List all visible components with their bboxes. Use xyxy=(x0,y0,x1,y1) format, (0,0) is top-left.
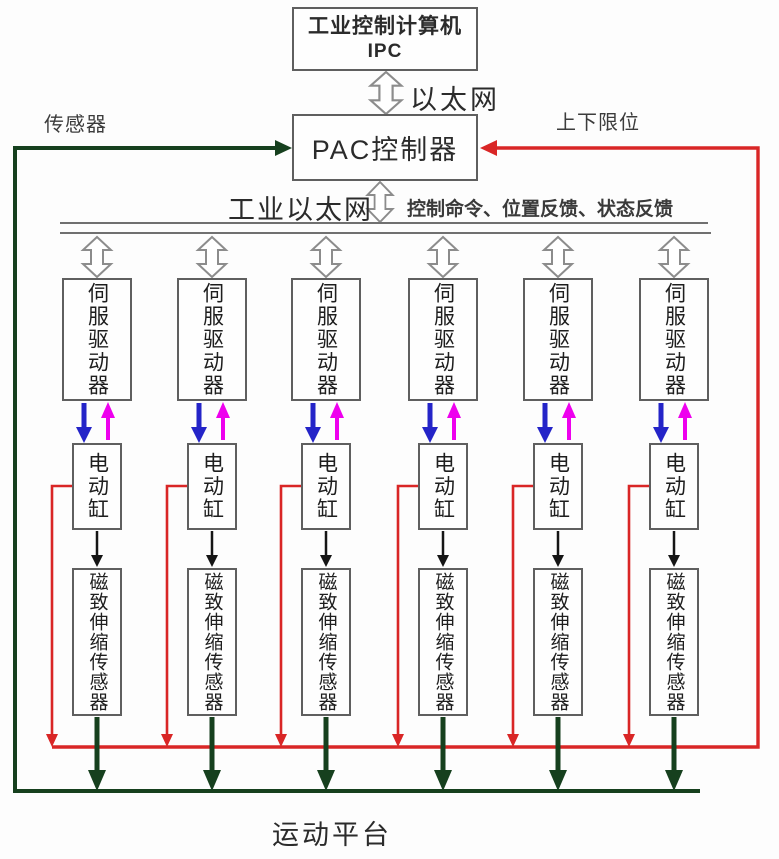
magnetostrictive-sensor-label: 磁致伸缩传感器 xyxy=(432,572,454,712)
magnetostrictive-sensor-box: 磁致伸缩传感器 xyxy=(301,568,351,716)
servo-driver-label: 伺服驱动器 xyxy=(314,282,338,397)
sensor-feedback-label: 传感器 xyxy=(44,114,107,136)
servo-driver-label: 伺服驱动器 xyxy=(85,282,109,397)
electric-cylinder-label: 电动缸 xyxy=(431,452,455,521)
motion-platform-label: 运动平台 xyxy=(272,820,392,850)
servo-command-arrow-icons xyxy=(76,403,669,443)
ipc-title: 工业控制计算机 xyxy=(308,15,462,38)
sensor-feedback-line xyxy=(13,140,700,793)
limit-switch-label: 上下限位 xyxy=(556,112,640,134)
electric-cylinder-box: 电动缸 xyxy=(418,443,468,530)
electric-cylinder-box: 电动缸 xyxy=(187,443,237,530)
electric-cylinder-box: 电动缸 xyxy=(72,443,122,530)
servo-driver-label: 伺服驱动器 xyxy=(431,282,455,397)
column-bus-double-arrow-icons xyxy=(82,236,689,278)
cylinder-to-sensor-arrow-icons xyxy=(91,531,680,567)
ipc-subtitle: IPC xyxy=(367,41,403,63)
electric-cylinder-label: 电动缸 xyxy=(85,452,109,521)
magnetostrictive-sensor-box: 磁致伸缩传感器 xyxy=(72,568,122,716)
pac-controller-label: PAC控制器 xyxy=(311,135,459,165)
industrial-ethernet-label: 工业以太网 xyxy=(228,195,373,225)
magnetostrictive-sensor-label: 磁致伸缩传感器 xyxy=(201,572,223,712)
magnetostrictive-sensor-label: 磁致伸缩传感器 xyxy=(315,572,337,712)
magnetostrictive-sensor-label: 磁致伸缩传感器 xyxy=(86,572,108,712)
magnetostrictive-sensor-label: 磁致伸缩传感器 xyxy=(547,572,569,712)
magnetostrictive-sensor-box: 磁致伸缩传感器 xyxy=(418,568,468,716)
servo-driver-box: 伺服驱动器 xyxy=(177,278,247,401)
electric-cylinder-box: 电动缸 xyxy=(533,443,583,530)
servo-driver-label: 伺服驱动器 xyxy=(200,282,224,397)
servo-driver-box: 伺服驱动器 xyxy=(291,278,361,401)
pac-controller-box: PAC控制器 xyxy=(292,114,478,181)
platform-arrow-icons xyxy=(88,717,683,791)
magnetostrictive-sensor-box: 磁致伸缩传感器 xyxy=(187,568,237,716)
electric-cylinder-label: 电动缸 xyxy=(200,452,224,521)
magnetostrictive-sensor-box: 磁致伸缩传感器 xyxy=(649,568,699,716)
magnetostrictive-sensor-label: 磁致伸缩传感器 xyxy=(663,572,685,712)
electric-cylinder-box: 电动缸 xyxy=(649,443,699,530)
ethernet-label: 以太网 xyxy=(410,85,500,115)
servo-driver-box: 伺服驱动器 xyxy=(408,278,478,401)
servo-driver-label: 伺服驱动器 xyxy=(662,282,686,397)
servo-driver-box: 伺服驱动器 xyxy=(523,278,593,401)
electric-cylinder-label: 电动缸 xyxy=(662,452,686,521)
electric-cylinder-label: 电动缸 xyxy=(314,452,338,521)
ethernet-double-arrow-icon xyxy=(369,70,403,116)
electric-cylinder-label: 电动缸 xyxy=(546,452,570,521)
fieldbus-lines xyxy=(60,222,711,234)
electric-cylinder-box: 电动缸 xyxy=(301,443,351,530)
bus-signals-caption: 控制命令、位置反馈、状态反馈 xyxy=(407,199,674,220)
ipc-box: 工业控制计算机 IPC xyxy=(292,7,478,71)
limit-signal-lines xyxy=(46,140,760,749)
servo-driver-box: 伺服驱动器 xyxy=(62,278,132,401)
servo-feedback-arrow-icons xyxy=(101,402,692,440)
servo-driver-box: 伺服驱动器 xyxy=(639,278,709,401)
servo-driver-label: 伺服驱动器 xyxy=(546,282,570,397)
magnetostrictive-sensor-box: 磁致伸缩传感器 xyxy=(533,568,583,716)
